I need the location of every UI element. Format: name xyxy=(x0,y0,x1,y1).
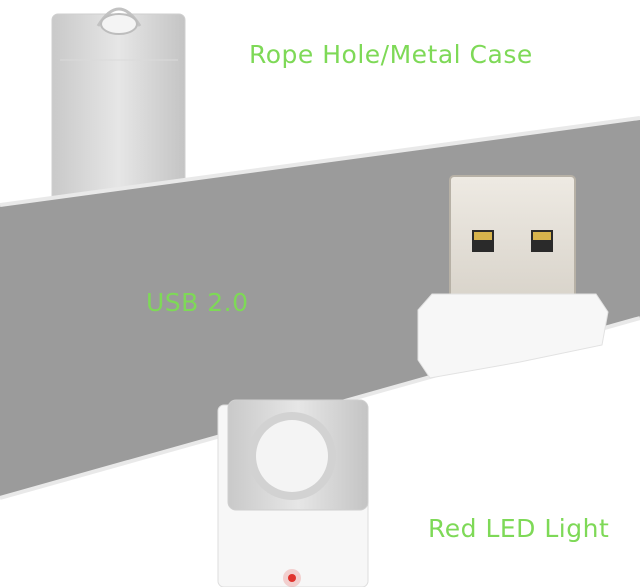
usb-connector xyxy=(449,175,576,299)
red-led-dot xyxy=(288,574,296,582)
white-body-bottom xyxy=(217,399,369,587)
label-red-led-light: Red LED Light xyxy=(428,514,610,543)
usb-housing xyxy=(417,293,609,379)
rope-hole xyxy=(100,13,138,35)
metal-case-top xyxy=(51,7,186,215)
label-rope-hole-metal-case: Rope Hole/Metal Case xyxy=(249,40,533,69)
label-usb-version: USB 2.0 xyxy=(146,288,249,317)
